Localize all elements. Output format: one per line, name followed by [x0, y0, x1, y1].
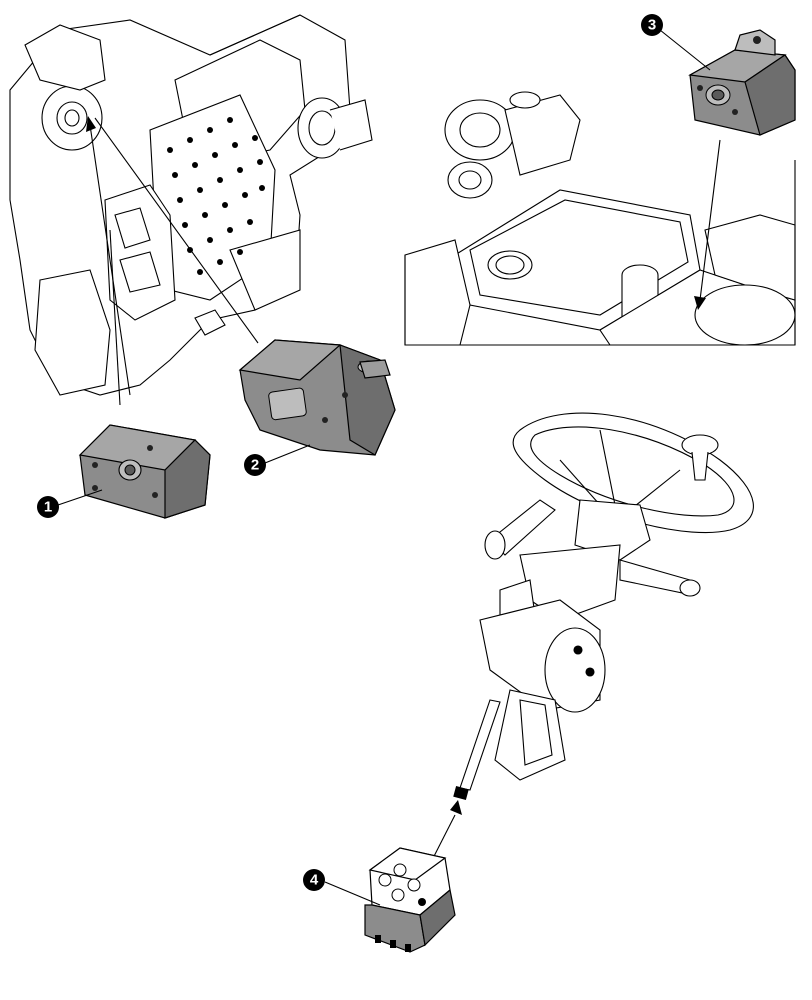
steering-column	[453, 412, 754, 801]
transmission-assembly	[9, 14, 373, 396]
leader-4	[324, 881, 381, 906]
piston-pump-part	[238, 339, 396, 456]
callout-4: 4	[303, 869, 325, 891]
engine-gear-pump-part	[688, 29, 796, 136]
leader-3-arrow	[699, 139, 721, 301]
arrow-3	[694, 296, 706, 310]
gear-pump-part	[78, 424, 211, 519]
valve-plate-bolts	[167, 117, 265, 275]
leader-lines-transmission	[86, 116, 259, 406]
leader-1	[57, 489, 103, 506]
svg-text:3: 3	[648, 17, 656, 34]
callout-2: 2	[244, 454, 266, 476]
shaft-arrow-head	[450, 800, 462, 815]
callout-1: 1	[37, 496, 59, 518]
svg-text:4: 4	[310, 872, 319, 889]
leader-3	[659, 29, 711, 71]
svg-text:2: 2	[251, 457, 259, 474]
steering-control-unit-part	[364, 847, 456, 953]
leader-2	[264, 444, 311, 464]
callout-3: 3	[641, 14, 663, 36]
svg-text:1: 1	[44, 499, 52, 516]
